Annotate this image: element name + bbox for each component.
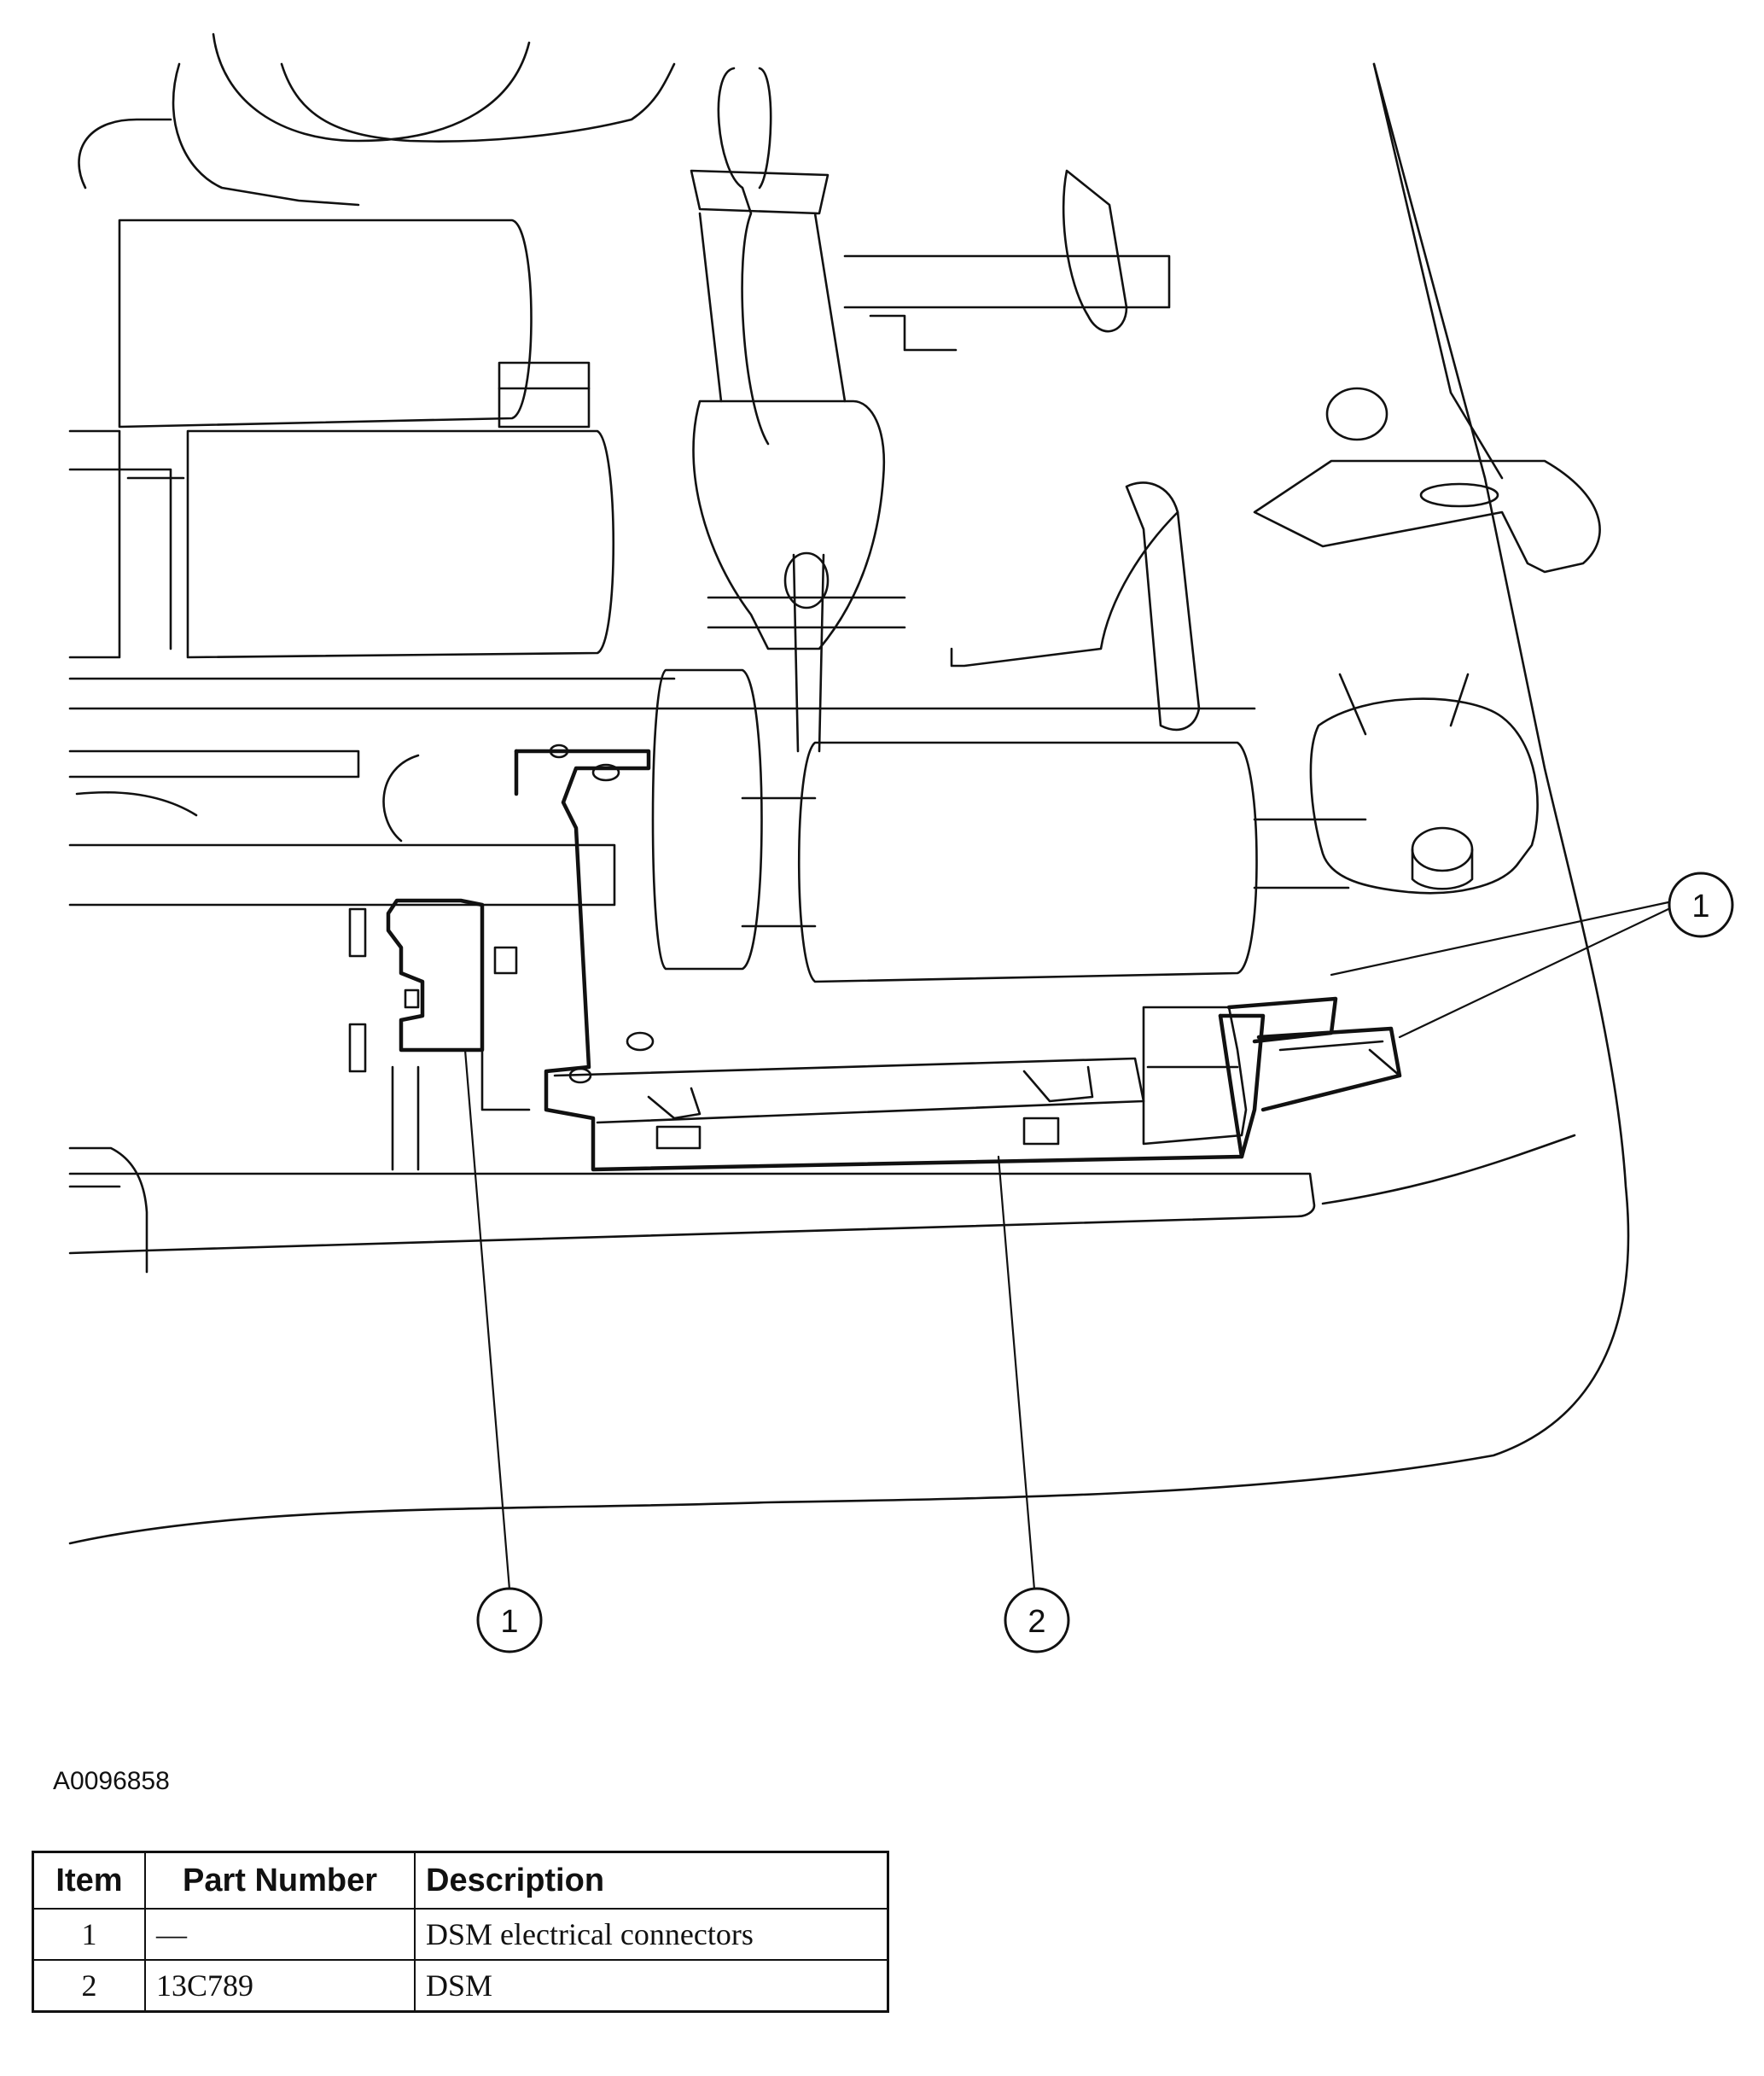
bottom-rail — [68, 1172, 1316, 1255]
cell-part-number: — — [144, 1908, 416, 1961]
table-header-row: Item Part Number Description — [32, 1851, 889, 1910]
mounting-bracket — [1253, 459, 1601, 574]
parts-table: Item Part Number Description 1 — DSM ele… — [32, 1851, 889, 2013]
table-row: 1 — DSM electrical connectors — [32, 1908, 889, 1961]
cell-description: DSM — [414, 1959, 889, 2013]
callout-1-right: 1 — [1668, 872, 1734, 938]
dsm-base-plate — [553, 1057, 1145, 1124]
bottom-rail-lip — [68, 1146, 148, 1274]
callout-2-leader — [997, 1155, 1036, 1591]
motor-connector — [498, 361, 591, 429]
header-description: Description — [414, 1851, 889, 1910]
callout-2: 2 — [1004, 1587, 1070, 1653]
main-shaft — [68, 843, 616, 907]
vertical-link — [1125, 481, 1201, 732]
cell-description: DSM electrical connectors — [414, 1908, 889, 1961]
cell-item: 2 — [32, 1959, 146, 2013]
left-frame — [68, 429, 185, 659]
header-part-number: Part Number — [144, 1851, 416, 1910]
lower-motor-gear — [651, 668, 763, 971]
dsm-connector-left — [386, 898, 485, 1053]
gear-linkage — [692, 399, 886, 650]
upper-motor-2 — [186, 429, 615, 659]
svg-text:2: 2 — [1028, 1604, 1045, 1640]
spindle-tube — [717, 67, 772, 446]
seat-right-edge — [1372, 62, 1504, 480]
dsm-connector-right — [1218, 1013, 1266, 1159]
lower-motor-body — [797, 741, 1258, 983]
cell-item: 1 — [32, 1908, 146, 1961]
upper-motor-1 — [118, 219, 533, 429]
cell-part-number: 13C789 — [144, 1959, 416, 2013]
upper-gear-housing — [172, 62, 676, 207]
callout-1-left-leader — [463, 1048, 511, 1591]
table-row: 2 13C789 DSM — [32, 1959, 889, 2013]
callout-1-right-leader-a — [1330, 901, 1670, 977]
svg-text:1: 1 — [500, 1604, 518, 1640]
header-item: Item — [32, 1851, 146, 1910]
svg-text:1: 1 — [1691, 889, 1709, 924]
callout-1-right-leader-b — [1398, 907, 1670, 1039]
dsm-housing — [514, 749, 1244, 1172]
track-rail — [68, 749, 420, 843]
figure-id: A0096858 — [53, 1767, 170, 1795]
seat-cushion-outline — [68, 62, 1630, 1545]
callout-1-left: 1 — [476, 1587, 543, 1653]
motor-end-cap — [1309, 697, 1539, 895]
floor-line — [1321, 1134, 1576, 1205]
cross-shaft — [843, 254, 1171, 309]
